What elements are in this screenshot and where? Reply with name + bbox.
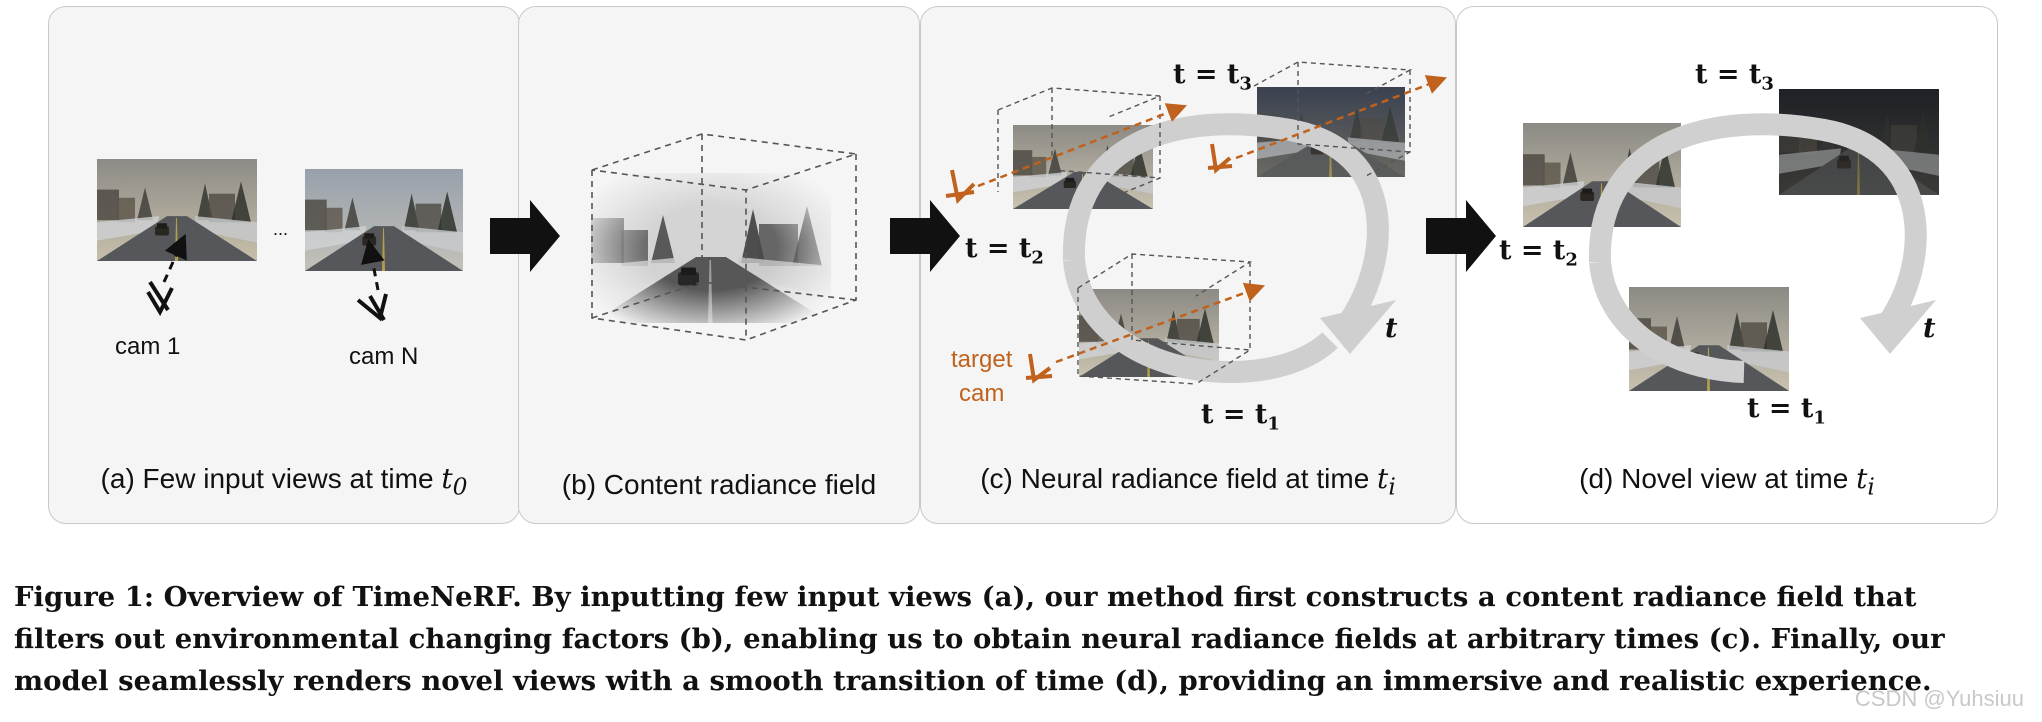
panel-b-caption: (b) Content radiance field: [561, 469, 877, 500]
watermark: CSDN @Yuhsiuu: [1854, 686, 2024, 711]
t2-label: t = t2: [965, 233, 1044, 269]
ellipsis: ...: [273, 219, 289, 239]
time-axis-label: t: [1923, 313, 1936, 344]
content-radiance-cube-image: [591, 173, 831, 323]
panel-c-caption: (c) Neural radiance field at time ti: [980, 462, 1396, 501]
panel-d: t = t3 t = t2 t = t1 t (d) Novel view at…: [1456, 6, 1998, 524]
cam-1-label: cam 1: [115, 333, 181, 360]
panel-a: ... cam 1 cam N (a) Few input views at t…: [48, 6, 520, 524]
radiance-view-t2: [1013, 125, 1153, 209]
figure-caption-line-3: model seamlessly renders novel views wit…: [14, 665, 1932, 697]
t2-label: t = t2: [1499, 235, 1578, 271]
figure-caption-line-2: filters out environmental changing facto…: [14, 623, 1945, 655]
panel-a-caption: (a) Few input views at time t0: [100, 462, 468, 501]
novel-view-t2: [1523, 123, 1681, 227]
t3-label: t = t3: [1695, 59, 1774, 95]
figure-caption-line-1: Figure 1: Overview of TimeNeRF. By input…: [14, 581, 1917, 613]
radiance-view-t1: [1079, 289, 1219, 377]
panel-b: (b) Content radiance field: [518, 6, 920, 524]
novel-view-t3: [1779, 89, 1939, 195]
input-view-1: [97, 159, 257, 261]
t1-label: t = t1: [1201, 399, 1280, 435]
time-axis-label: t: [1385, 313, 1398, 344]
radiance-view-t3: [1257, 87, 1405, 177]
t3-label: t = t3: [1173, 59, 1252, 95]
t1-label: t = t1: [1747, 393, 1826, 429]
input-view-n: [305, 169, 463, 271]
cam-n-label: cam N: [349, 343, 419, 370]
novel-view-t1: [1629, 287, 1789, 391]
figure-caption: Figure 1: Overview of TimeNeRF. By input…: [14, 576, 2034, 702]
panel-d-caption: (d) Novel view at time ti: [1579, 462, 1875, 501]
